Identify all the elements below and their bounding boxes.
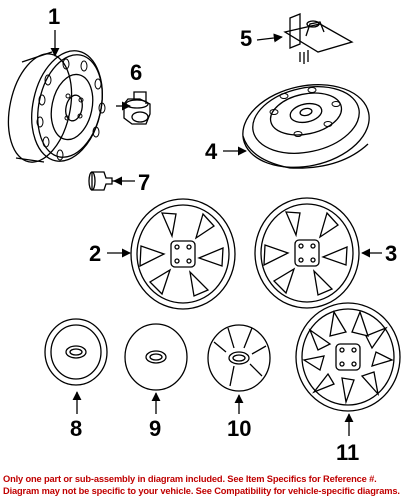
spare-wheel [242, 84, 370, 169]
hub-cap-9 [124, 323, 188, 391]
disclaimer-line-1: Only one part or sub-assembly in diagram… [3, 474, 377, 484]
callout-11: 11 [336, 440, 359, 465]
callout-3: 3 [385, 241, 397, 266]
callout-2: 2 [89, 241, 101, 266]
jack [283, 13, 354, 64]
wheel-parts-diagram: 1 6 7 5 4 2 3 8 9 10 11 [7, 4, 401, 465]
leader-lines [50, 30, 382, 436]
callout-8: 8 [70, 416, 82, 441]
alloy-wheel-a [130, 198, 236, 310]
callout-4: 4 [205, 139, 218, 164]
callout-10: 10 [227, 416, 251, 441]
disclaimer-line-2: Diagram may not be specific to your vehi… [3, 486, 400, 496]
callout-5: 5 [240, 26, 252, 51]
callout-6: 6 [130, 60, 142, 85]
callout-7: 7 [138, 170, 150, 195]
hub-cap-8 [44, 318, 108, 386]
center-cap [207, 324, 271, 392]
lug-nut [123, 91, 151, 125]
valve-stem [88, 171, 116, 191]
alloy-wheel-b [254, 197, 360, 309]
wheel-cover [295, 302, 401, 412]
callout-1: 1 [48, 4, 60, 29]
callout-9: 9 [149, 416, 161, 441]
steel-wheel [7, 50, 106, 163]
disclaimer: Only one part or sub-assembly in diagram… [0, 470, 404, 500]
